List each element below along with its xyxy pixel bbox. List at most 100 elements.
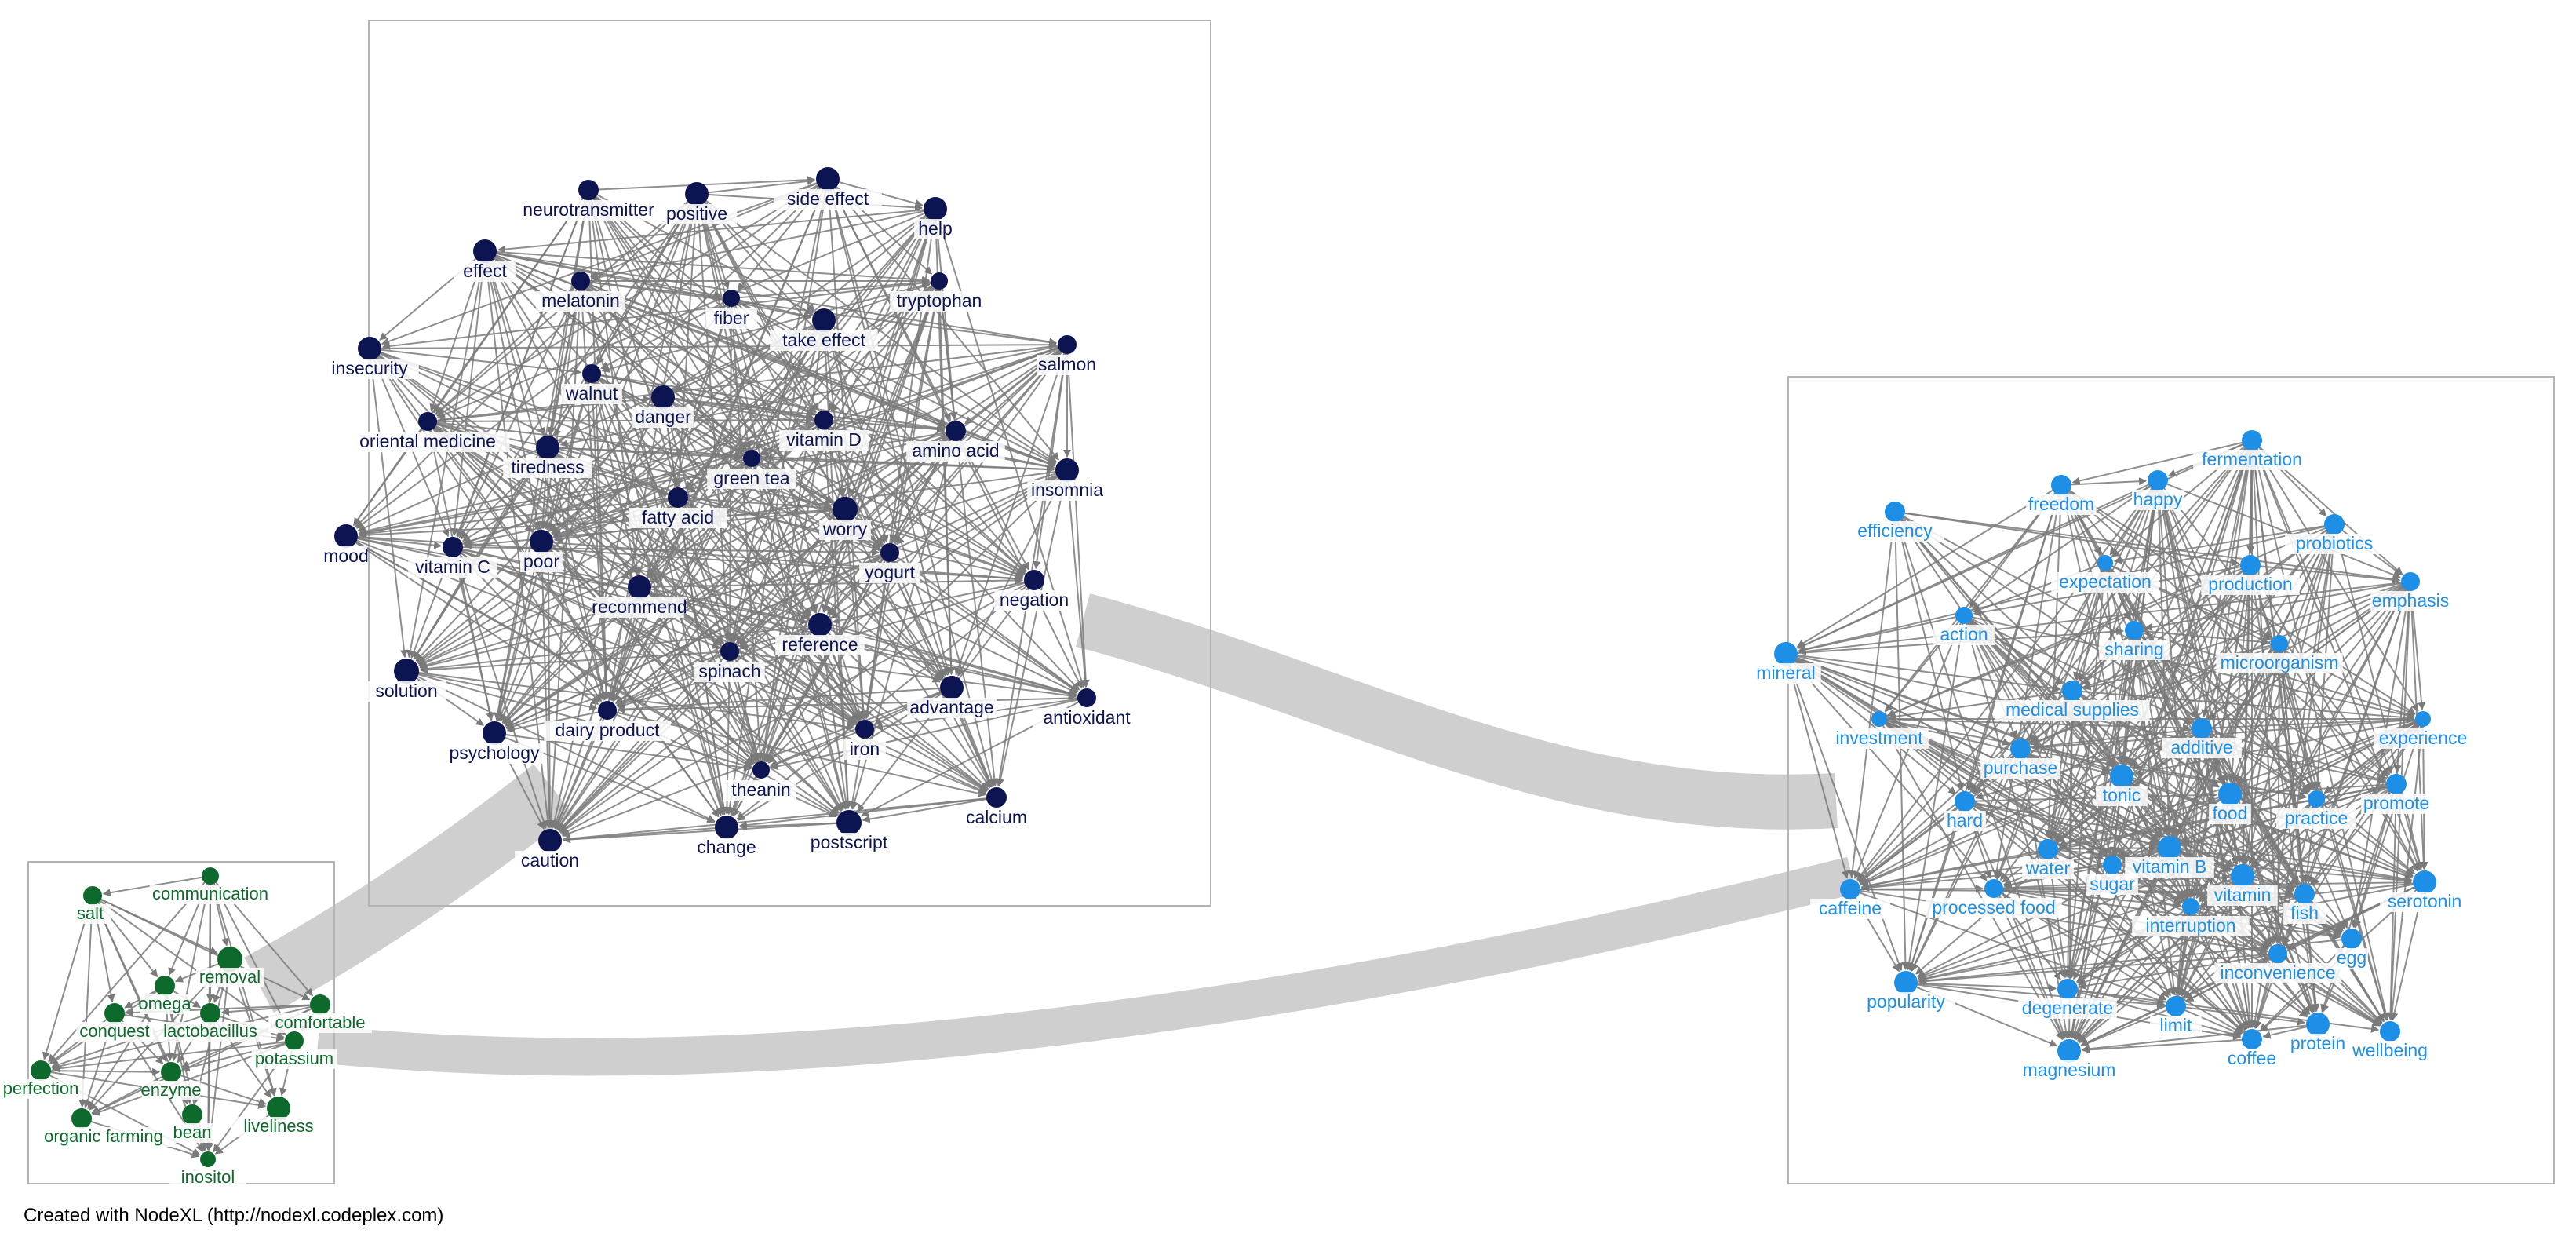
node-inconvenience[interactable]: inconvenience (2214, 944, 2341, 983)
node-practice[interactable]: practice (2276, 790, 2356, 829)
node-magnesium[interactable]: magnesium (2023, 1039, 2116, 1081)
node-worry[interactable]: worry (819, 497, 871, 540)
node-conquest[interactable]: conquest (76, 1003, 153, 1042)
node-mineral[interactable]: mineral (1751, 642, 1821, 684)
node-neurotransmitter[interactable]: neurotransmitter (511, 180, 666, 221)
node-calcium[interactable]: calcium (961, 787, 1032, 828)
node-probiotics[interactable]: probiotics (2285, 514, 2384, 554)
node-organic-farming[interactable]: organic farming (34, 1108, 173, 1147)
node-label: medical supplies (2006, 699, 2139, 720)
node-spinach[interactable]: spinach (694, 642, 765, 682)
node-bean[interactable]: bean (172, 1104, 213, 1143)
node-omega[interactable]: omega (138, 976, 191, 1014)
node-limit[interactable]: limit (2150, 996, 2202, 1036)
node-vitamin-c[interactable]: vitamin C (408, 537, 497, 578)
node-side-effect[interactable]: side effect (774, 167, 882, 210)
node-insecurity[interactable]: insecurity (320, 337, 419, 379)
node-freedom[interactable]: freedom (2026, 475, 2097, 515)
node-water[interactable]: water (2022, 839, 2074, 879)
node-fiber[interactable]: fiber (705, 290, 757, 329)
node-recommend[interactable]: recommend (592, 575, 687, 618)
node-melatonin[interactable]: melatonin (536, 272, 625, 312)
node-interruption[interactable]: interruption (2132, 898, 2250, 936)
node-poor[interactable]: poor (520, 530, 563, 572)
node-sugar[interactable]: sugar (2086, 856, 2138, 895)
node-perfection[interactable]: perfection (0, 1060, 89, 1099)
node-communication[interactable]: communication (149, 867, 271, 904)
node-positive[interactable]: positive (657, 182, 737, 224)
node-green-tea[interactable]: green tea (707, 450, 796, 489)
node-negation[interactable]: negation (994, 570, 1074, 611)
node-label-bg (1944, 811, 1986, 831)
node-degenerate[interactable]: degenerate (2018, 979, 2117, 1019)
node-help[interactable]: help (914, 197, 956, 239)
node-enzyme[interactable]: enzyme (140, 1062, 202, 1100)
node-iron[interactable]: iron (843, 720, 886, 760)
node-popularity[interactable]: popularity (1856, 971, 1955, 1013)
node-insomnia[interactable]: insomnia (1027, 458, 1107, 501)
node-vitamin[interactable]: vitamin (2207, 864, 2278, 906)
edge (819, 624, 851, 810)
node-coffee[interactable]: coffee (2221, 1029, 2283, 1069)
node-take-effect[interactable]: take effect (770, 308, 878, 351)
node-oriental-medicine[interactable]: oriental medicine (345, 412, 510, 452)
node-purchase[interactable]: purchase (1980, 739, 2060, 779)
node-sharing[interactable]: sharing (2099, 621, 2170, 660)
node-reference[interactable]: reference (775, 613, 865, 655)
node-wellbeing[interactable]: wellbeing (2345, 1021, 2435, 1061)
node-marker (651, 385, 675, 409)
node-fish[interactable]: fish (2283, 884, 2326, 924)
node-promote[interactable]: promote (2361, 774, 2432, 814)
node-production[interactable]: production (2201, 555, 2300, 595)
node-effect[interactable]: effect (454, 239, 516, 282)
node-processed-food[interactable]: processed food (1926, 879, 2062, 918)
node-tiredness[interactable]: tiredness (503, 436, 592, 478)
node-solution[interactable]: solution (366, 659, 446, 702)
node-medical-supplies[interactable]: medical supplies (1995, 681, 2150, 721)
node-tryptophan[interactable]: tryptophan (890, 272, 989, 312)
node-comfortable[interactable]: comfortable (268, 994, 372, 1033)
node-vitamin-d[interactable]: vitamin D (779, 411, 869, 451)
node-experience[interactable]: experience (2374, 711, 2472, 749)
node-removal[interactable]: removal (196, 947, 264, 987)
node-psychology[interactable]: psychology (445, 721, 544, 764)
node-hard[interactable]: hard (1944, 791, 1986, 831)
node-expectation[interactable]: expectation (2051, 555, 2159, 593)
node-danger[interactable]: danger (632, 385, 694, 428)
node-amino-acid[interactable]: amino acid (906, 421, 1005, 462)
node-potassium[interactable]: potassium (251, 1031, 337, 1069)
node-efficiency[interactable]: efficiency (1845, 502, 1944, 542)
node-marker (1984, 879, 2003, 898)
node-additive[interactable]: additive (2162, 718, 2242, 758)
node-serotonin[interactable]: serotonin (2380, 870, 2469, 912)
node-antioxidant[interactable]: antioxidant (1033, 688, 1141, 728)
node-caffeine[interactable]: caffeine (1810, 879, 1890, 919)
node-yogurt[interactable]: yogurt (859, 543, 920, 583)
node-microorganism[interactable]: microorganism (2216, 635, 2343, 673)
node-label-bg (149, 1022, 271, 1042)
node-happy[interactable]: happy (2132, 470, 2184, 510)
node-mood[interactable]: mood (323, 524, 369, 567)
node-fermentation[interactable]: fermentation (2193, 430, 2311, 470)
node-postscript[interactable]: postscript (800, 810, 898, 853)
node-salt[interactable]: salt (70, 886, 111, 924)
node-inositol[interactable]: inositol (169, 1151, 246, 1188)
node-fatty-acid[interactable]: fatty acid (629, 487, 727, 528)
node-vitamin-b[interactable]: vitamin B (2125, 836, 2214, 878)
node-emphasis[interactable]: emphasis (2370, 572, 2450, 611)
node-action[interactable]: action (1933, 607, 1995, 645)
node-salmon[interactable]: salmon (1037, 335, 1098, 375)
node-walnut[interactable]: walnut (561, 364, 622, 404)
node-theanin[interactable]: theanin (726, 761, 796, 801)
node-egg[interactable]: egg (2335, 929, 2368, 969)
node-lactobacillus[interactable]: lactobacillus (149, 1003, 271, 1042)
node-tonic[interactable]: tonic (2096, 765, 2148, 806)
node-advantage[interactable]: advantage (907, 676, 997, 718)
node-liveliness[interactable]: liveliness (231, 1097, 326, 1137)
node-change[interactable]: change (696, 816, 757, 858)
node-caution[interactable]: caution (515, 829, 585, 871)
node-investment[interactable]: investment (1830, 711, 1929, 749)
node-protein[interactable]: protein (2283, 1013, 2353, 1054)
node-dairy-product[interactable]: dairy product (544, 701, 671, 741)
node-food[interactable]: food (2209, 783, 2251, 824)
